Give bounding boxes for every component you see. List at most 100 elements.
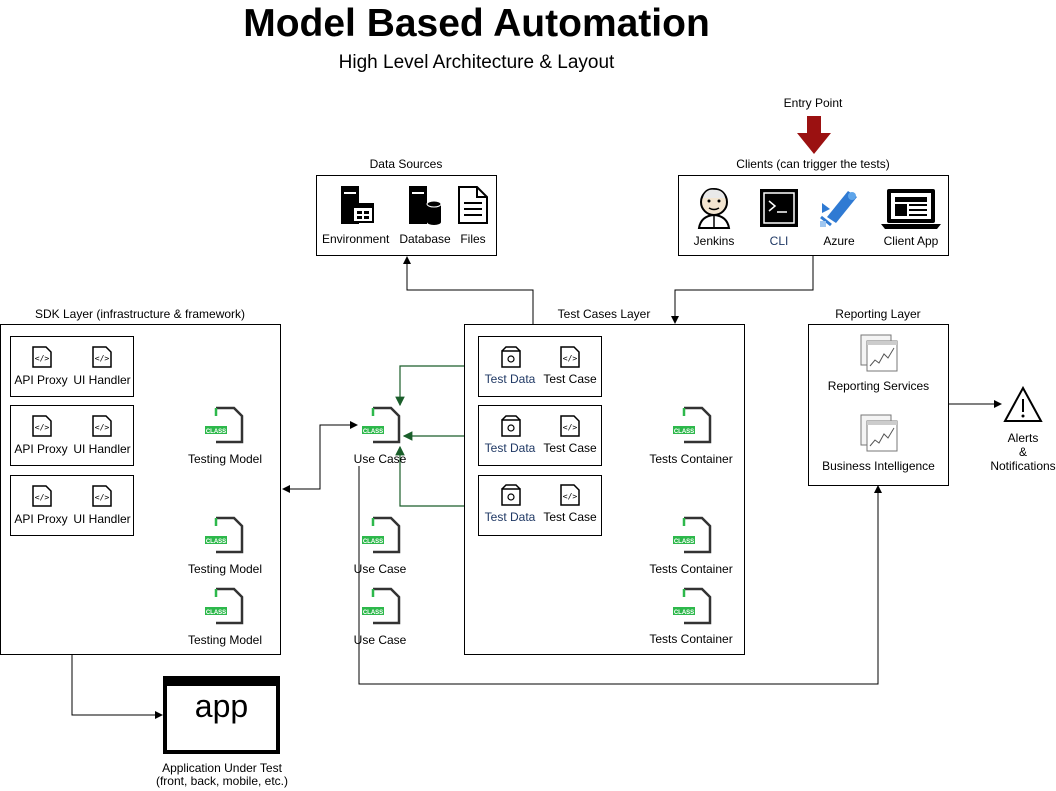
test-case-label: Test Case [543, 441, 597, 455]
svg-text:CLASS: CLASS [674, 610, 694, 616]
entry-point-label: Entry Point [783, 96, 843, 110]
clients-box: Jenkins CLI Azure Client App [678, 175, 949, 256]
svg-text:CLASS: CLASS [206, 429, 226, 435]
entry-point-arrow [797, 116, 831, 154]
test-data-label: Test Data [484, 372, 536, 386]
code-file-icon: </> [92, 346, 112, 368]
client-client-app: Client App [883, 234, 939, 248]
client-jenkins: Jenkins [693, 234, 735, 248]
code-file-icon: </> [32, 485, 52, 507]
test-case-label: Test Case [543, 510, 597, 524]
diagram-subtitle: High Level Architecture & Layout [338, 52, 615, 73]
svg-text:CLASS: CLASS [674, 539, 694, 545]
data-source-files: Files [460, 232, 486, 246]
azure-devops-icon [820, 191, 857, 227]
reporting-layer-heading: Reporting Layer [835, 307, 921, 321]
api-proxy-label: API Proxy [14, 512, 68, 526]
ui-handler-label: UI Handler [73, 373, 131, 387]
data-source-environment: Environment [322, 232, 390, 246]
sdk-layer-heading: SDK Layer (infrastructure & framework) [34, 307, 246, 321]
testing-model-label: Testing Model [187, 633, 263, 647]
ui-handler-label: UI Handler [73, 512, 131, 526]
app-caption: Application Under Test (front, back, mob… [140, 762, 304, 788]
file-icon [458, 186, 488, 224]
app-caption-line-2: (front, back, mobile, etc.) [155, 774, 289, 788]
tests-container-label: Tests Container [649, 632, 733, 646]
sdk-row: </> </> API Proxy UI Handler [10, 405, 134, 466]
ui-handler-label: UI Handler [73, 442, 131, 456]
class-file-icon: CLASS [204, 406, 244, 444]
svg-text:</>: </> [563, 423, 578, 432]
class-file-icon: CLASS [204, 587, 244, 625]
svg-text:</>: </> [95, 423, 110, 432]
report-dashboard-icon [860, 334, 898, 372]
use-case-label: Use Case [353, 562, 407, 576]
svg-text:CLASS: CLASS [363, 610, 383, 616]
svg-text:</>: </> [35, 354, 50, 363]
alerts-label: Alerts & Notifications [983, 431, 1056, 473]
test-data-label: Test Data [484, 441, 536, 455]
class-file-icon: CLASS [672, 406, 712, 444]
warning-icon [1003, 386, 1043, 422]
testing-model-label: Testing Model [187, 452, 263, 466]
test-data-icon [501, 346, 521, 368]
app-window-icon: app [163, 676, 280, 754]
class-file-icon: CLASS [204, 516, 244, 554]
class-file-icon: CLASS [672, 516, 712, 554]
test-cases-layer-heading: Test Cases Layer [557, 307, 651, 321]
use-case-label: Use Case [353, 452, 407, 466]
tests-container-label: Tests Container [649, 562, 733, 576]
svg-text:</>: </> [35, 493, 50, 502]
svg-text:CLASS: CLASS [206, 610, 226, 616]
svg-text:</>: </> [563, 354, 578, 363]
terminal-icon [760, 189, 798, 227]
class-file-icon: CLASS [361, 587, 401, 625]
jenkins-icon [697, 188, 731, 229]
alerts-line: Alerts [1007, 431, 1039, 445]
code-file-icon: </> [32, 415, 52, 437]
server-icon [341, 186, 374, 224]
clients-heading: Clients (can trigger the tests) [736, 157, 890, 171]
alerts-line: Notifications [990, 459, 1056, 473]
data-source-database: Database [399, 232, 451, 246]
svg-text:CLASS: CLASS [363, 429, 383, 435]
svg-text:</>: </> [95, 354, 110, 363]
code-file-icon: </> [560, 484, 580, 506]
alerts-line: & [1018, 445, 1027, 459]
class-file-icon: CLASS [361, 406, 401, 444]
code-file-icon: </> [92, 485, 112, 507]
svg-text:</>: </> [563, 492, 578, 501]
class-file-icon: CLASS [361, 516, 401, 554]
svg-text:</>: </> [95, 493, 110, 502]
test-data-icon [501, 484, 521, 506]
reporting-layer-box: Reporting Services Business Intelligence [808, 324, 949, 486]
test-case-row: </> Test Data Test Case [478, 475, 602, 536]
use-case-label: Use Case [353, 633, 407, 647]
svg-text:</>: </> [35, 423, 50, 432]
app-icon-text: app [194, 688, 249, 724]
business-intelligence-label: Business Intelligence [822, 459, 935, 473]
client-azure: Azure [823, 234, 855, 248]
client-cli: CLI [769, 234, 789, 248]
tests-container-label: Tests Container [649, 452, 733, 466]
sdk-row: </> </> API Proxy UI Handler [10, 475, 134, 536]
code-file-icon: </> [560, 415, 580, 437]
sdk-row: </> </> API Proxy UI Handler [10, 336, 134, 397]
data-sources-box: Environment Database Files [316, 175, 497, 256]
code-file-icon: </> [92, 415, 112, 437]
svg-text:CLASS: CLASS [206, 539, 226, 545]
data-sources-heading: Data Sources [369, 157, 443, 171]
test-case-row: </> Test Data Test Case [478, 405, 602, 466]
database-icon [409, 186, 442, 225]
code-file-icon: </> [560, 346, 580, 368]
test-data-label: Test Data [484, 510, 536, 524]
app-caption-line-1: Application Under Test [162, 761, 282, 775]
testing-model-label: Testing Model [187, 562, 263, 576]
svg-text:CLASS: CLASS [363, 539, 383, 545]
test-case-label: Test Case [543, 372, 597, 386]
report-dashboard-icon [860, 414, 898, 452]
api-proxy-label: API Proxy [14, 442, 68, 456]
class-file-icon: CLASS [672, 587, 712, 625]
reporting-services-label: Reporting Services [827, 379, 930, 393]
svg-text:CLASS: CLASS [674, 429, 694, 435]
